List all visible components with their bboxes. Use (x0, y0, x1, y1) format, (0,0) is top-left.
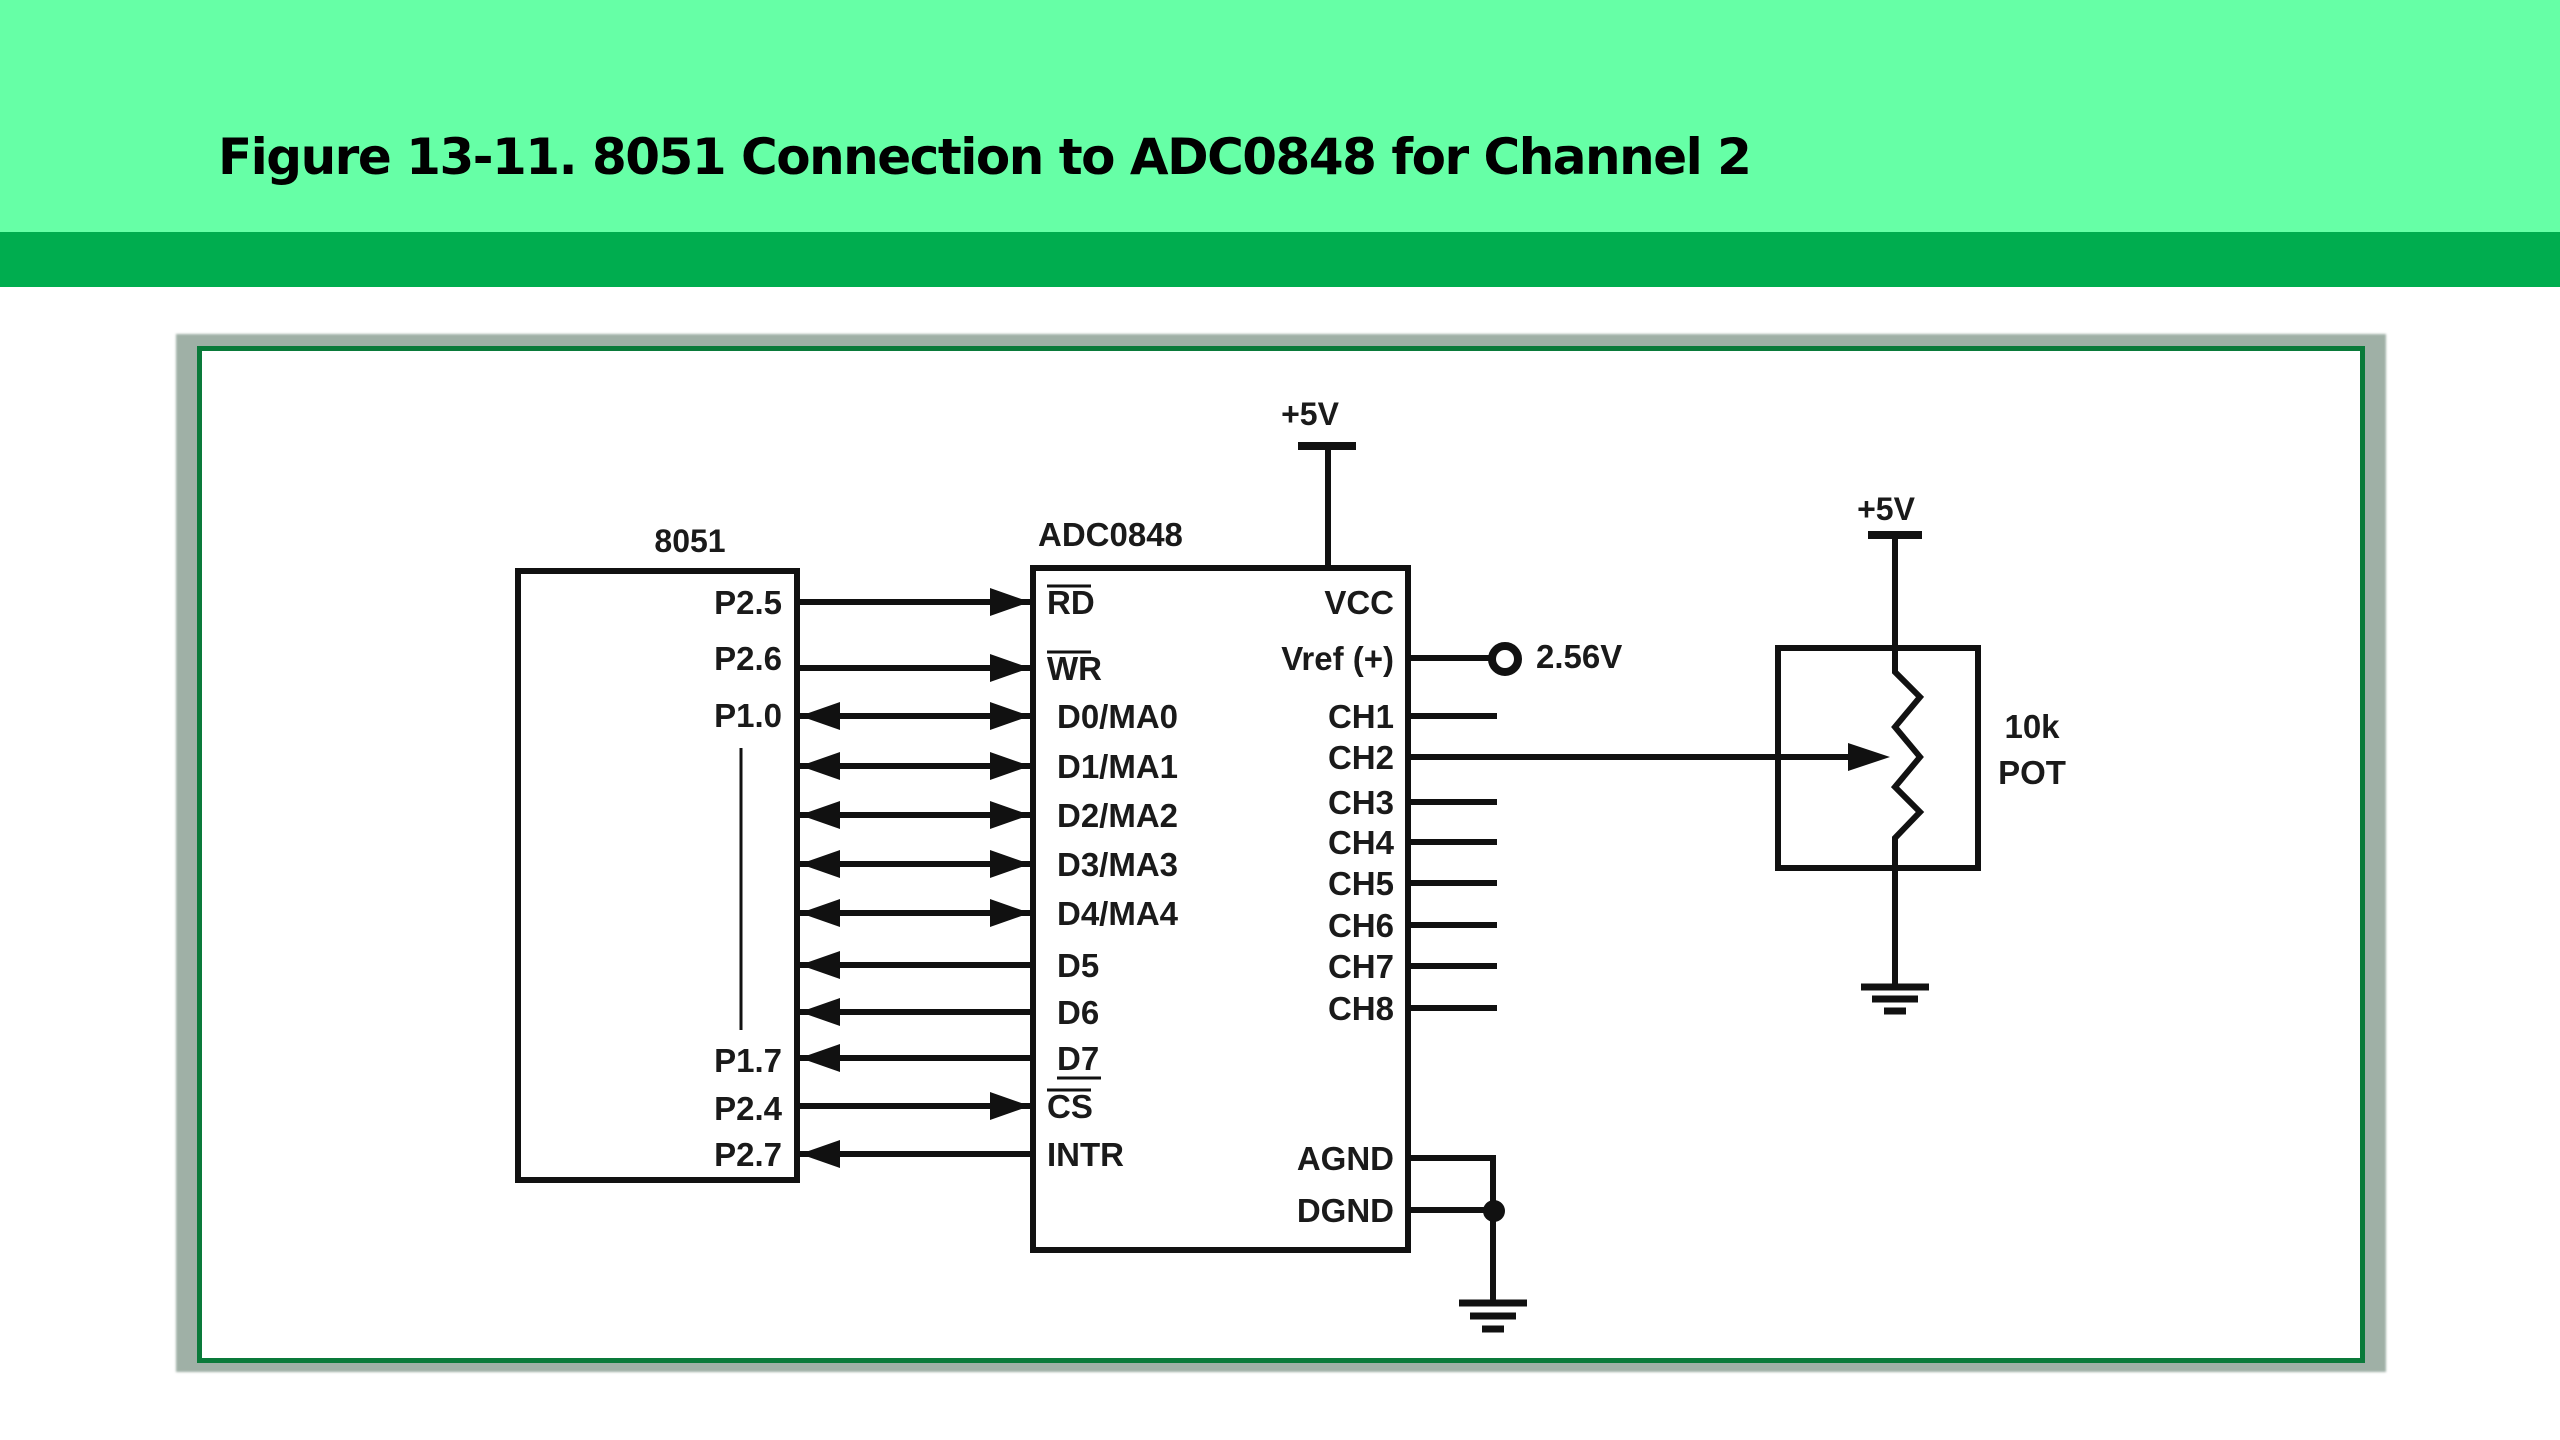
arrowhead-left (800, 899, 840, 927)
arrowhead-right (990, 801, 1030, 829)
adc-pin-ch7: CH7 (1328, 948, 1394, 985)
figure-frame (197, 346, 2365, 1363)
vref-terminal (1488, 642, 1522, 676)
pot-value-label: 10k (2004, 708, 2060, 745)
vcc-supply: +5V (1281, 396, 1356, 568)
pot-supply-label: +5V (1857, 491, 1915, 527)
adc-pin-d0-ma0: D0/MA0 (1057, 698, 1178, 735)
vcc-supply-label: +5V (1281, 396, 1339, 432)
adc-pin-d7: D7 (1057, 1040, 1099, 1077)
adc-pin-vref: Vref (+) (1281, 640, 1394, 677)
mcu-pin-p2-4: P2.4 (714, 1090, 783, 1127)
adc-pin-ch5: CH5 (1328, 865, 1394, 902)
ch2-to-pot-wire (1408, 743, 1890, 771)
adc-pin-d2-ma2: D2/MA2 (1057, 797, 1178, 834)
wiper-arrowhead (1848, 743, 1890, 771)
arrowhead-right (990, 654, 1030, 682)
adc-pin-ch8: CH8 (1328, 990, 1394, 1027)
arrowhead-left (800, 702, 840, 730)
vref-value-label: 2.56V (1536, 638, 1622, 675)
adc-box (1030, 565, 1411, 1253)
arrowhead-right (990, 899, 1030, 927)
pot-type-label: POT (1998, 754, 2066, 791)
junction-dot (1483, 1200, 1505, 1222)
mcu-pin-p2-5: P2.5 (714, 584, 782, 621)
arrowhead-left (800, 1044, 840, 1072)
adc-pin-wr: WR (1047, 650, 1102, 687)
potentiometer: +5V 10k POT (1775, 491, 2066, 1015)
adc-pin-ch4: CH4 (1328, 824, 1395, 861)
arrowhead-right (990, 1092, 1030, 1120)
arrowhead-left (800, 1140, 840, 1168)
arrowhead-right (990, 752, 1030, 780)
adc-ground (1408, 1155, 1527, 1333)
adc-pin-dgnd: DGND (1297, 1192, 1394, 1229)
adc-pin-rd: RD (1047, 584, 1095, 621)
slide-header (0, 0, 2560, 232)
arrowhead-left (800, 951, 840, 979)
mcu-label: 8051 (654, 523, 725, 559)
slide-title: Figure 13-11. 8051 Connection to ADC0848… (218, 128, 1752, 186)
adc-pin-cs: CS (1047, 1088, 1093, 1125)
adc-pin-d5: D5 (1057, 947, 1099, 984)
mcu-pin-p1-0: P1.0 (714, 697, 782, 734)
adc-pin-d3-ma3: D3/MA3 (1057, 846, 1178, 883)
adc-pin-agnd: AGND (1297, 1140, 1394, 1177)
adc-pin-d6: D6 (1057, 994, 1099, 1031)
arrowhead-right (990, 850, 1030, 878)
adc-pin-d1-ma1: D1/MA1 (1057, 748, 1178, 785)
adc-pin-ch2: CH2 (1328, 739, 1394, 776)
adc-pin-intr: INTR (1047, 1136, 1124, 1173)
arrowhead-left (800, 998, 840, 1026)
header-accent-bar (0, 232, 2560, 287)
arrowhead-left (800, 850, 840, 878)
mcu-8051: 8051 P2.5 P2.6 P1.0 P1.7 P2.4 P2.7 (515, 523, 800, 1183)
mcu-pin-p1-7: P1.7 (714, 1042, 782, 1079)
mcu-box (515, 568, 800, 1183)
adc-0848: ADC0848 RD WR D0/MA0D1/MA1D2/MA2D3/MA3D4/M… (1030, 516, 1497, 1253)
connection-wires (800, 588, 1030, 1168)
arrowhead-left (800, 752, 840, 780)
agnd-wire (1408, 1155, 1496, 1300)
pot-box (1775, 645, 1981, 871)
adc-pin-ch3: CH3 (1328, 784, 1394, 821)
adc-pin-d4-ma4: D4/MA4 (1057, 895, 1179, 932)
resistor-zigzag-icon (1890, 652, 1925, 868)
mcu-pin-p2-7: P2.7 (714, 1136, 782, 1173)
mcu-pin-p2-6: P2.6 (714, 640, 782, 677)
arrowhead-right (990, 588, 1030, 616)
adc-pin-ch6: CH6 (1328, 907, 1394, 944)
arrowhead-right (990, 702, 1030, 730)
adc-pin-vcc: VCC (1324, 584, 1394, 621)
adc-pin-ch1: CH1 (1328, 698, 1394, 735)
adc-label: ADC0848 (1038, 516, 1183, 553)
vref-connection: 2.56V (1408, 638, 1622, 676)
arrowhead-left (800, 801, 840, 829)
